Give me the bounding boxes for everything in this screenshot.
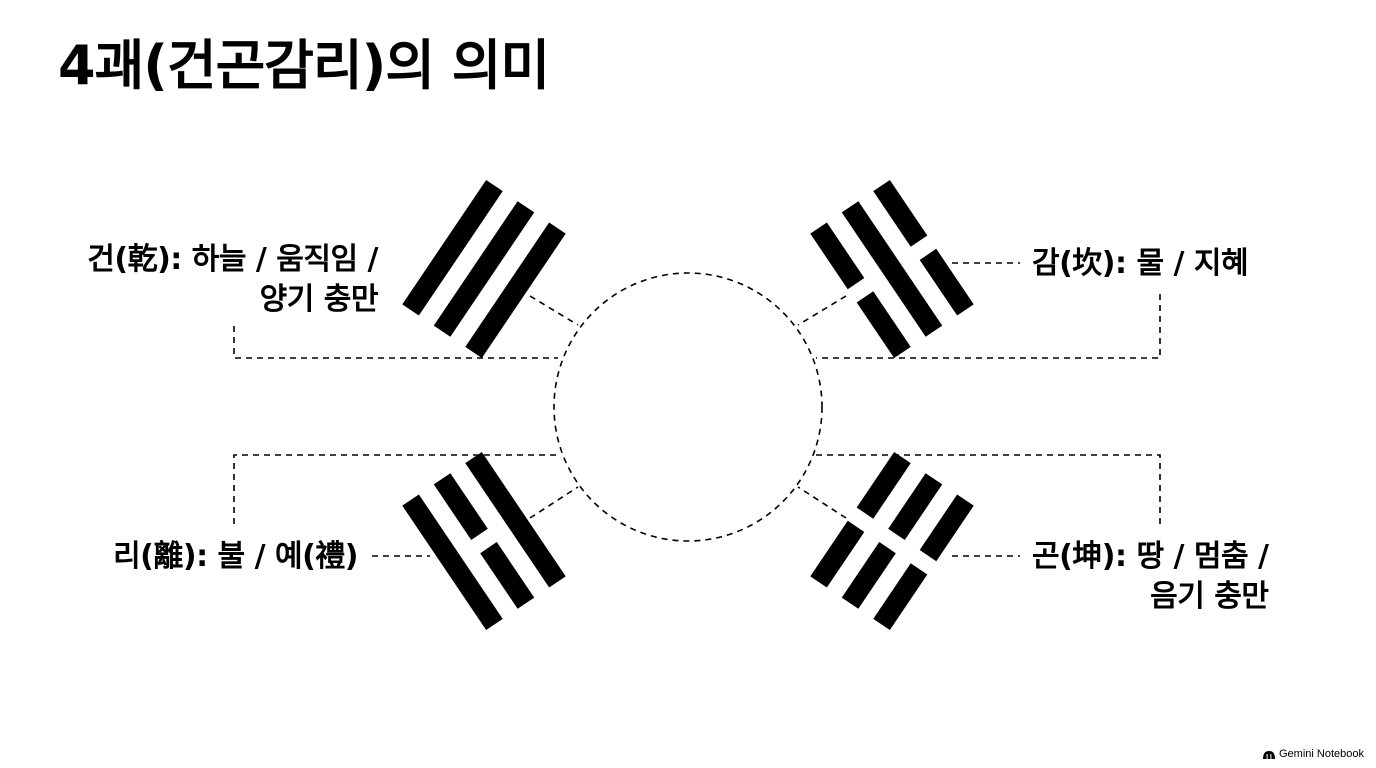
trigram-gam — [810, 179, 974, 359]
trigram-gam-line-1-seg-2 — [919, 248, 974, 316]
trigram-geon — [402, 179, 566, 359]
page-title: 4괘(건곤감리)의 의미 — [58, 34, 550, 97]
trigram-gon-line-2-seg-2 — [888, 473, 943, 540]
trigram-ri-line-2-seg-1 — [433, 473, 488, 540]
label-geon-line2: 양기 충만 — [259, 282, 379, 317]
trigram-gon-line-2-seg-1 — [841, 542, 896, 609]
label-connector-ri — [233, 454, 560, 524]
trigram-gam-line-3-seg-2 — [856, 291, 911, 359]
label-gon-line2: 음기 충만 — [1150, 579, 1269, 614]
trigram-ri — [402, 451, 566, 631]
trigram-gon-line-1-seg-2 — [856, 451, 911, 519]
footer-brand: Gemini Notebook — [1263, 748, 1364, 760]
label-gon-line1: 곤(坤): 땅 / 멈춤 / — [1032, 539, 1269, 574]
trigram-gam-line-3-seg-1 — [810, 222, 865, 290]
trigram-gam-line-1-seg-1 — [873, 179, 928, 247]
trigram-gon-line-1-seg-1 — [810, 520, 865, 588]
trigram-ri-line-2-seg-2 — [480, 542, 535, 609]
connector-geon — [529, 295, 579, 326]
label-ri: 리(離): 불 / 예(禮) — [113, 537, 358, 577]
trigram-gam-line-2 — [841, 201, 943, 337]
trigram-ri-line-3 — [402, 494, 503, 631]
label-ri-line1: 리(離): 불 / 예(禮) — [113, 539, 358, 574]
label-gon: 곤(坤): 땅 / 멈춤 / 음기 충만 — [1032, 537, 1269, 617]
trigram-geon-line-2 — [433, 201, 535, 337]
trigram-gon — [810, 451, 974, 631]
label-connector-gon — [816, 454, 1161, 524]
label-geon: 건(乾): 하늘 / 움직임 / 양기 충만 — [87, 240, 378, 320]
label-connector-geon — [233, 326, 558, 359]
connector-gon — [797, 486, 847, 519]
trigram-geon-line-3 — [465, 222, 566, 359]
gemini-logo-icon — [1263, 750, 1275, 759]
trigram-gon-line-3-seg-2 — [919, 494, 974, 562]
label-gam-line1: 감(坎): 물 / 지혜 — [1032, 246, 1249, 281]
center-circle — [553, 272, 823, 542]
trigram-geon-line-1 — [402, 179, 503, 316]
footer-text: Gemini Notebook — [1279, 748, 1364, 760]
trigram-gon-line-3-seg-1 — [873, 563, 928, 631]
connector-gam — [797, 295, 847, 326]
connector-ri — [529, 486, 579, 519]
label-gam: 감(坎): 물 / 지혜 — [1032, 244, 1249, 284]
trigram-ri-line-1 — [465, 451, 566, 588]
label-geon-line1: 건(乾): 하늘 / 움직임 / — [87, 242, 378, 277]
